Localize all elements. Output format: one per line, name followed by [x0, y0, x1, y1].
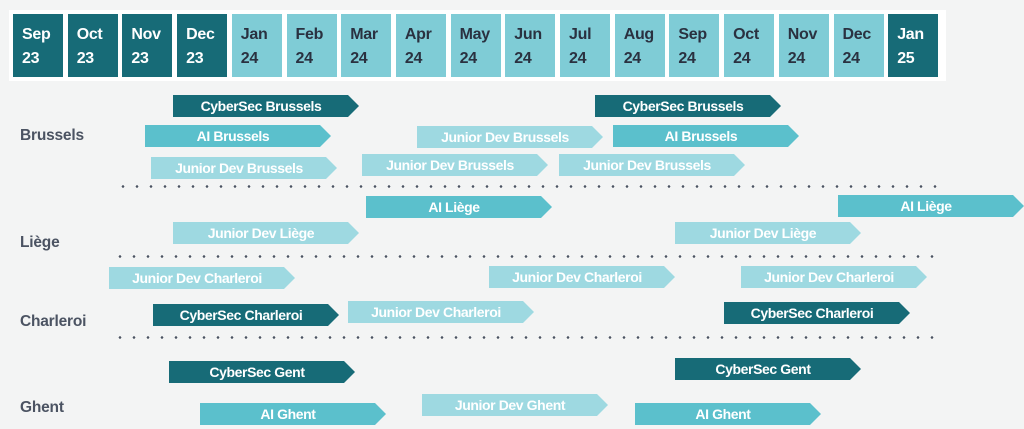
month-year: 24 — [514, 50, 532, 67]
month-cell: Nov 24 — [778, 14, 829, 77]
course-bar-cybersec: CyberSec Brussels — [595, 95, 781, 117]
month-name: Dec — [842, 26, 872, 43]
location-label-liege: Liège — [20, 234, 60, 251]
row-divider — [113, 336, 937, 339]
course-bar-junior-dev: Junior Dev Liège — [173, 222, 359, 244]
month-cell: Nov 23 — [122, 14, 173, 77]
row-divider — [116, 185, 940, 188]
month-name: Nov — [787, 26, 818, 43]
month-year: 24 — [623, 50, 642, 67]
course-bar-ai: AI Liège — [366, 196, 552, 218]
course-bar-junior-dev: Junior Dev Charleroi — [741, 266, 927, 288]
month-name: Jul — [569, 26, 592, 43]
course-bar-junior-dev: Junior Dev Brussels — [151, 157, 337, 179]
month-name: Apr — [404, 26, 432, 43]
month-year: 24 — [350, 50, 368, 67]
month-cell: Feb 24 — [286, 14, 337, 77]
course-bar-junior-dev: Junior Dev Brussels — [417, 126, 603, 148]
course-bar-ai: AI Ghent — [200, 403, 386, 425]
location-label-ghent: Ghent — [20, 399, 64, 416]
month-name: Oct — [733, 26, 759, 43]
month-cell: Dec 23 — [177, 14, 228, 77]
month-cell: Mar 24 — [341, 14, 392, 77]
month-year: 24 — [569, 50, 587, 67]
month-name: Sep — [22, 26, 51, 43]
course-bar-ai: AI Ghent — [635, 403, 821, 425]
month-year: 24 — [295, 50, 314, 67]
month-name: Feb — [295, 26, 324, 43]
month-cell: Jan 25 — [888, 14, 939, 77]
course-bar-junior-dev: Junior Dev Charleroi — [109, 267, 295, 289]
course-bar-cybersec: CyberSec Charleroi — [153, 304, 339, 326]
month-cell: Jun 24 — [505, 14, 556, 77]
course-bar-junior-dev: Junior Dev Brussels — [362, 154, 548, 176]
course-bar-junior-dev: Junior Dev Liège — [675, 222, 861, 244]
month-name: Sep — [678, 26, 707, 43]
month-name: Aug — [623, 26, 655, 43]
course-bar-junior-dev: Junior Dev Charleroi — [348, 301, 534, 323]
month-name: Jun — [514, 26, 542, 43]
course-bar-cybersec: CyberSec Charleroi — [724, 302, 910, 324]
month-year: 24 — [733, 50, 751, 67]
course-bar-ai: AI Liège — [838, 195, 1024, 217]
course-bar-junior-dev: Junior Dev Charleroi — [489, 266, 675, 288]
month-name: Mar — [350, 26, 378, 43]
month-year: 24 — [459, 50, 478, 67]
month-year: 23 — [131, 50, 149, 67]
month-cell: Oct 24 — [724, 14, 775, 77]
month-cell: Sep 23 — [13, 14, 63, 77]
month-cell: Oct 23 — [67, 14, 118, 77]
month-cell: Jan 24 — [231, 14, 282, 77]
month-name: Oct — [76, 26, 103, 43]
month-year: 23 — [22, 50, 40, 67]
month-year: 23 — [76, 50, 95, 67]
course-bar-ai: AI Brussels — [145, 125, 331, 147]
month-name: May — [459, 26, 491, 43]
month-cell: Dec 24 — [833, 14, 884, 77]
location-label-charleroi: Charleroi — [20, 313, 87, 330]
month-cell: Apr 24 — [395, 14, 446, 77]
month-year: 24 — [404, 50, 423, 67]
month-year: 24 — [787, 50, 806, 67]
month-year: 23 — [186, 50, 204, 67]
month-year: 24 — [678, 50, 696, 67]
month-name: Nov — [131, 26, 161, 43]
course-bar-ai: AI Brussels — [613, 125, 799, 147]
month-cell: Sep 24 — [669, 14, 720, 77]
month-cell: Jul 24 — [560, 14, 610, 77]
month-year: 24 — [240, 50, 259, 67]
month-name: Dec — [186, 26, 215, 43]
month-name: Jan — [240, 26, 268, 43]
month-cell: Aug 24 — [614, 14, 665, 77]
course-bar-cybersec: CyberSec Gent — [169, 361, 355, 383]
course-bar-cybersec: CyberSec Brussels — [173, 95, 359, 117]
course-bar-cybersec: CyberSec Gent — [675, 358, 861, 380]
course-bar-junior-dev: Junior Dev Ghent — [422, 394, 608, 416]
course-bar-junior-dev: Junior Dev Brussels — [559, 154, 745, 176]
month-cell: May 24 — [450, 14, 501, 77]
location-label-brussels: Brussels — [20, 127, 84, 144]
month-name: Jan — [897, 26, 924, 43]
month-year: 24 — [842, 50, 861, 67]
month-year: 25 — [897, 50, 915, 67]
row-divider — [113, 255, 937, 258]
